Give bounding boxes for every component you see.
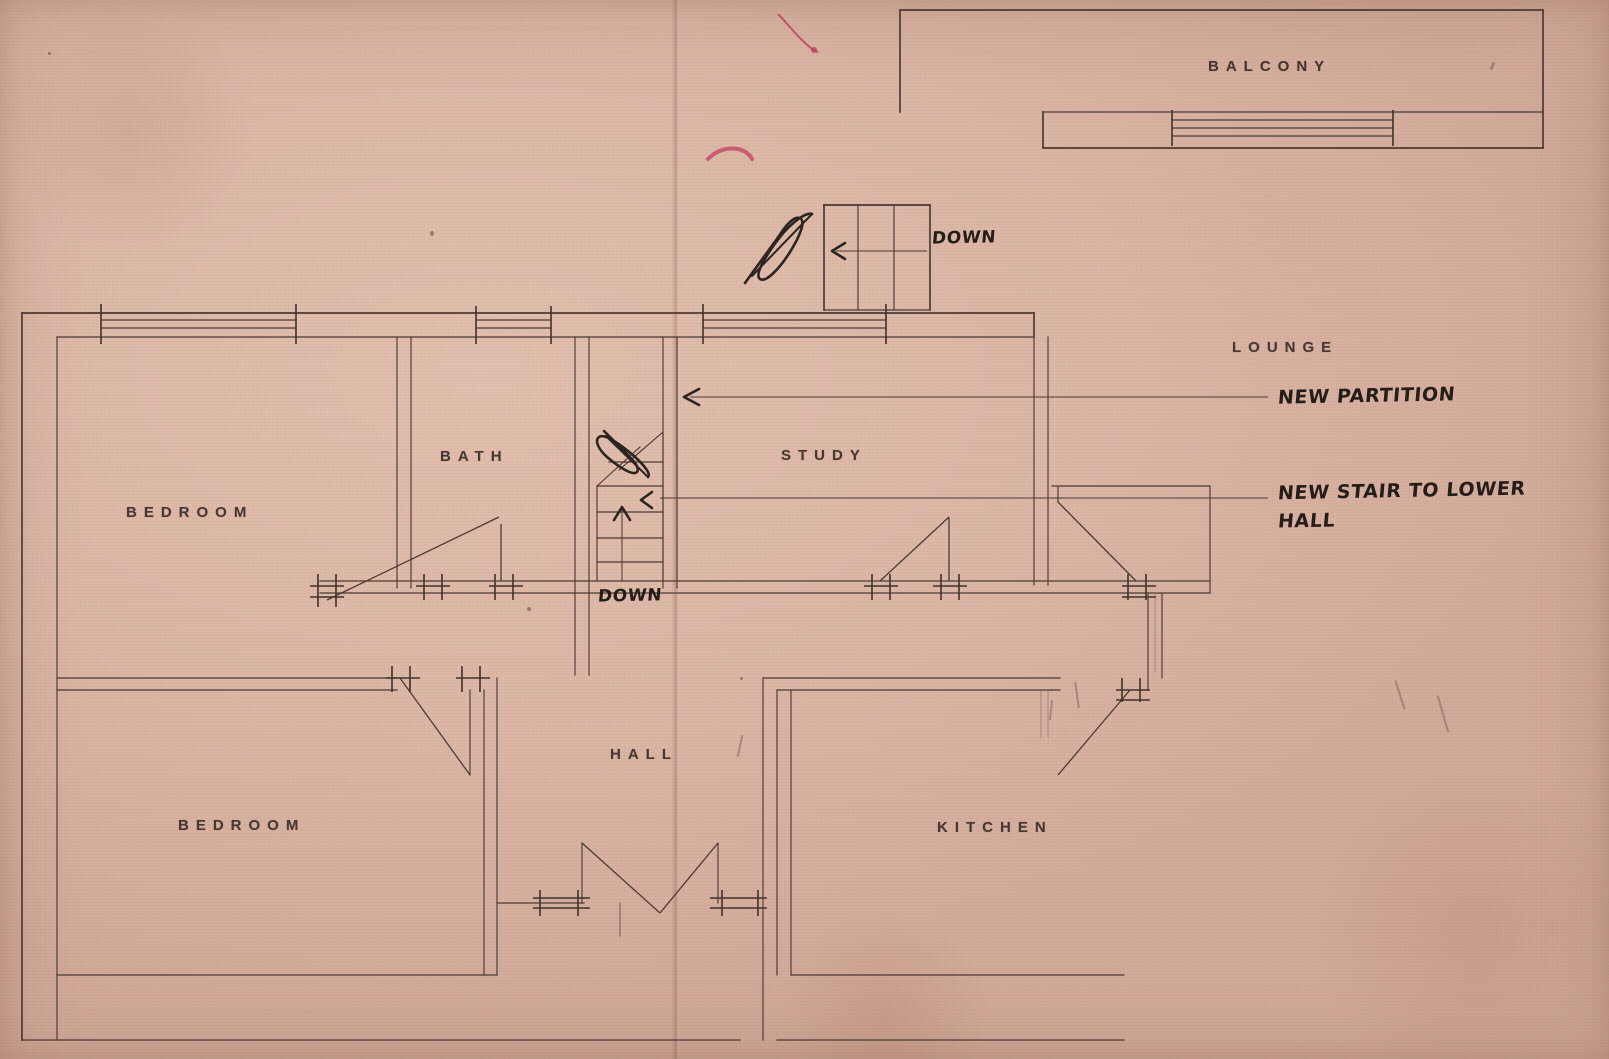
paper-speck: [430, 231, 434, 236]
window-bedroom-upper: [100, 304, 297, 344]
internal-partitions-upper: [319, 336, 1211, 676]
entrance-double-door: [533, 842, 767, 937]
lower-partitions: [56, 485, 1211, 1041]
balcony-railing-glazing: [1171, 110, 1394, 146]
balcony-outline: [899, 9, 1544, 149]
paper-speck: [740, 677, 743, 680]
paper-speck: [527, 607, 531, 611]
annotation-new-stair-l1: NEW STAIR TO LOWER: [1276, 477, 1527, 505]
room-label-bath: BATH: [440, 448, 509, 465]
annotation-down-lower: DOWN: [597, 585, 663, 607]
door-bedroom-upper: [310, 516, 500, 607]
room-label-bedroom-upper: BEDROOM: [126, 504, 254, 521]
room-label-balcony: BALCONY: [1208, 58, 1332, 75]
room-label-bedroom-lower: BEDROOM: [178, 817, 306, 834]
door-study-right: [933, 517, 967, 600]
door-bedroom-lower: [386, 666, 490, 776]
door-study-left: [864, 516, 950, 600]
room-label-lounge: LOUNGE: [1232, 339, 1339, 356]
main-envelope-walls: [21, 312, 1049, 1041]
annotation-new-stair-l2: HALL: [1277, 509, 1337, 533]
paper-fold-crease: [672, 0, 679, 1059]
annotation-new-partition: NEW PARTITION: [1276, 383, 1457, 409]
door-kitchen-upper: [1051, 485, 1211, 600]
upper-stair: [743, 204, 931, 311]
room-label-study: STUDY: [781, 447, 867, 464]
new-partition-leader: [682, 387, 1268, 407]
paper-speck: [48, 52, 51, 55]
door-bath: [489, 524, 523, 600]
window-study: [702, 304, 887, 344]
annotation-down-upper: DOWN: [931, 227, 997, 249]
new-stair-run: [595, 429, 664, 582]
room-label-kitchen: KITCHEN: [937, 819, 1053, 836]
room-label-hall: HALL: [610, 746, 678, 763]
window-bath: [475, 306, 552, 344]
door-kitchen-lower: [1057, 678, 1150, 776]
construction-lines: [1040, 592, 1156, 738]
